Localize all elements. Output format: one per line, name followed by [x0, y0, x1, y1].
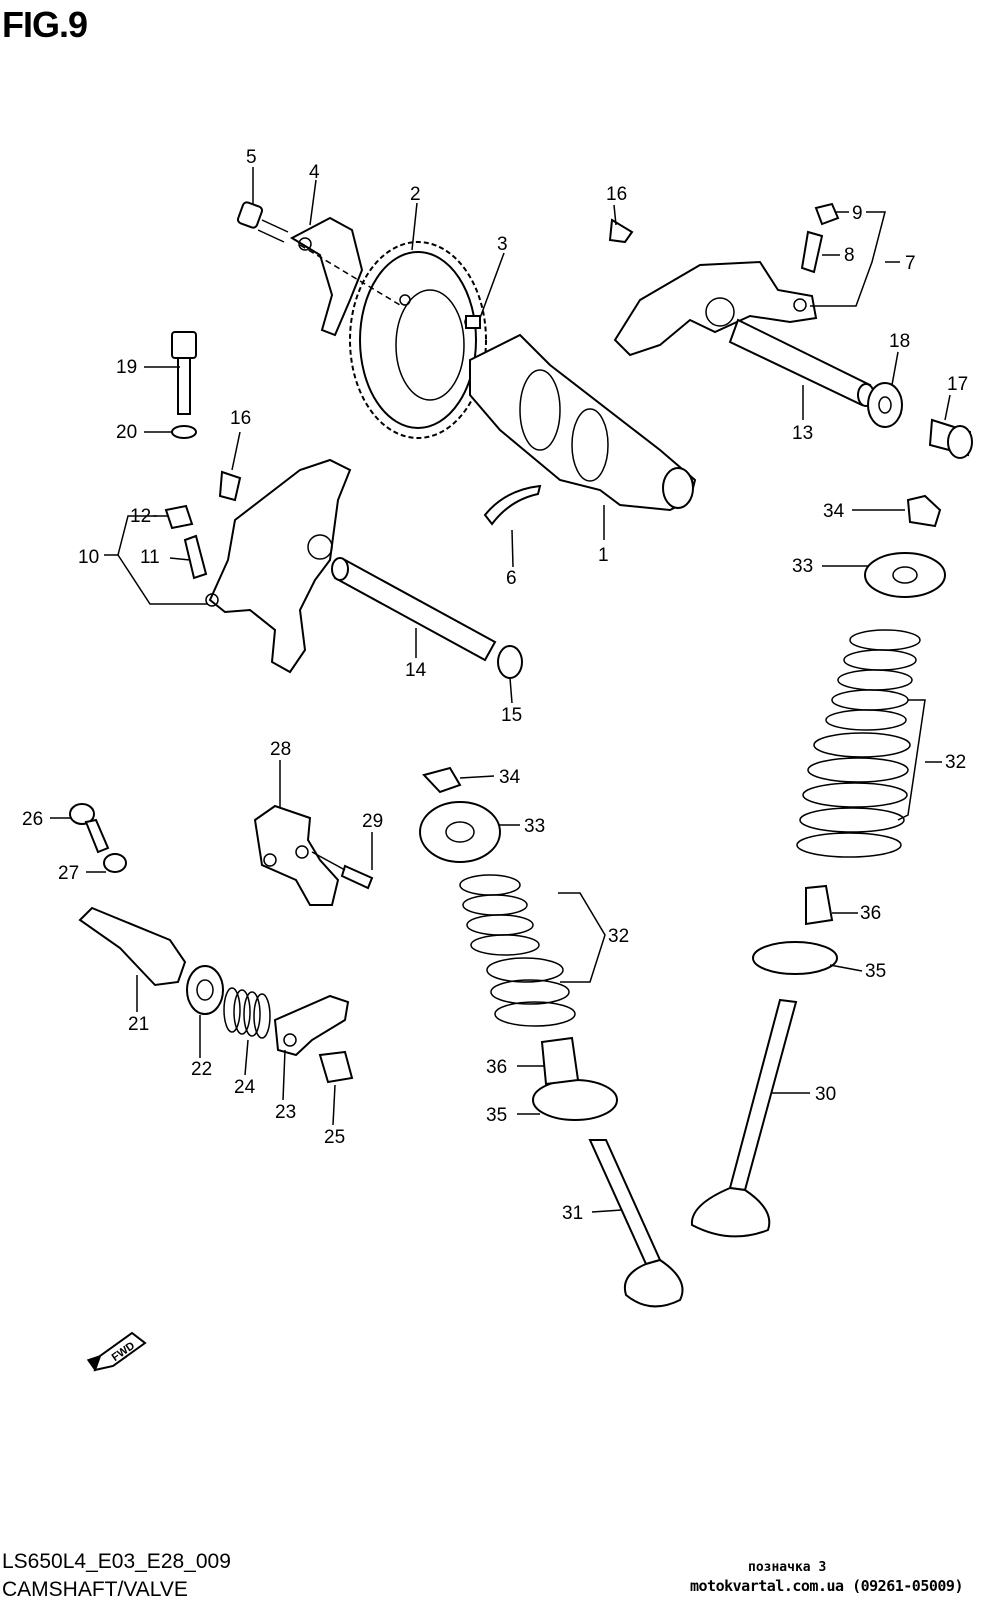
- callout-24: 24: [234, 1077, 256, 1098]
- callout-22: 22: [191, 1059, 212, 1080]
- note-label: позначка 3: [748, 1560, 827, 1575]
- diagram-code: LS650L4_E03_E28_009: [2, 1550, 231, 1573]
- adjusting-screw-upper: [800, 230, 824, 274]
- callout-23: 23: [275, 1102, 296, 1123]
- stopper-ring: [483, 484, 542, 526]
- callout-19: 19: [116, 357, 137, 378]
- rocker-arm-lower: [208, 458, 352, 674]
- callout-4: 4: [309, 162, 320, 183]
- callout-34-left: 34: [499, 767, 521, 788]
- rocker-shaft-upper: [728, 318, 872, 407]
- callout-7: 7: [905, 253, 916, 274]
- callout-31: 31: [562, 1203, 583, 1224]
- callout-33-left: 33: [524, 816, 545, 837]
- source-watermark: motokvartal.com.ua (09261-05009): [690, 1577, 963, 1595]
- valve-springs-right: [796, 629, 921, 858]
- valve-springs-left: [459, 874, 576, 1027]
- spring-seat-left: [532, 1079, 618, 1121]
- bolt-26: [69, 803, 110, 854]
- callout-9: 9: [852, 203, 863, 224]
- lock-nut-lower: [164, 504, 194, 530]
- washer-18: [867, 382, 903, 428]
- nut-25: [318, 1050, 354, 1084]
- callout-28: 28: [270, 739, 291, 760]
- callout-36-right: 36: [860, 903, 881, 924]
- valve-31: [588, 1139, 684, 1308]
- callout-15: 15: [501, 705, 522, 726]
- valve-cotter-right: [906, 494, 942, 528]
- cam-sprocket: [349, 241, 487, 439]
- camshaft: [469, 333, 697, 512]
- callout-13: 13: [792, 423, 813, 444]
- washer-27: [103, 853, 127, 873]
- bolt-19: [171, 331, 197, 415]
- decompression-shaft: [78, 906, 187, 987]
- washer-22: [186, 965, 224, 1015]
- callout-8: 8: [844, 245, 855, 266]
- callout-1: 1: [598, 545, 609, 566]
- callout-12: 12: [130, 506, 151, 527]
- callout-16-left: 16: [230, 408, 251, 429]
- return-spring-24: [223, 987, 271, 1039]
- lock-plate-lower: [218, 470, 242, 502]
- o-ring-15: [497, 645, 523, 679]
- callout-29: 29: [362, 811, 383, 832]
- callout-35-right: 35: [865, 961, 886, 982]
- callout-16-upper: 16: [606, 184, 627, 205]
- callout-5: 5: [246, 147, 257, 168]
- callout-2: 2: [410, 184, 421, 205]
- callout-34-right: 34: [823, 501, 845, 522]
- spring-seat-right: [752, 941, 838, 975]
- callout-25: 25: [324, 1127, 345, 1148]
- valve-cotter-left: [422, 766, 462, 794]
- callout-27: 27: [58, 863, 79, 884]
- rocker-arm-upper: [613, 260, 818, 357]
- callout-labels: 1 2 3 4 5 6 7 8 9 10 11 12 13 14 15 16 1…: [22, 147, 968, 1224]
- screw-29: [340, 864, 374, 890]
- knock-pin: [465, 315, 481, 329]
- leader-lines: [50, 167, 951, 1213]
- forward-direction-marker: FWD: [86, 1331, 147, 1372]
- callout-18: 18: [889, 331, 910, 352]
- figure-title: FIG.9: [2, 4, 88, 45]
- valve-retainer-left: [419, 801, 501, 863]
- sprocket-bolt: [236, 201, 289, 243]
- callout-35-left: 35: [486, 1105, 507, 1126]
- adjusting-screw-lower: [183, 534, 208, 580]
- valve-stem-seal-left: [540, 1036, 580, 1086]
- lock-nut-upper: [814, 202, 840, 226]
- callout-32-right: 32: [945, 752, 966, 773]
- section-title: CAMSHAFT/VALVE: [2, 1578, 188, 1601]
- part-drawings: [69, 201, 973, 1308]
- callout-33-right: 33: [792, 556, 813, 577]
- valve-retainer-right: [864, 552, 946, 598]
- callout-36-left: 36: [486, 1057, 507, 1078]
- lever-23: [273, 994, 350, 1057]
- callout-26: 26: [22, 809, 43, 830]
- callout-3: 3: [497, 234, 508, 255]
- callout-17: 17: [947, 374, 968, 395]
- washer-20: [171, 425, 197, 439]
- callout-6: 6: [506, 568, 517, 589]
- lock-plate-upper: [608, 218, 634, 244]
- callout-14: 14: [405, 660, 427, 681]
- callout-11: 11: [140, 547, 160, 568]
- rocker-shaft-lower: [333, 558, 497, 662]
- callout-20: 20: [116, 422, 137, 443]
- callout-32-left: 32: [608, 926, 629, 947]
- callout-21: 21: [128, 1014, 149, 1035]
- valve-30: [690, 998, 798, 1238]
- valve-stem-seal-right: [805, 884, 834, 926]
- callout-30: 30: [815, 1084, 836, 1105]
- callout-10: 10: [78, 547, 99, 568]
